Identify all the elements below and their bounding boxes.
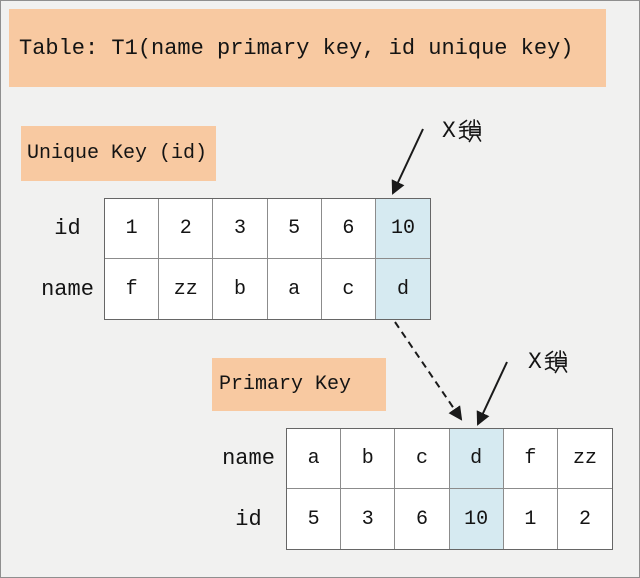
row-header-id: id bbox=[54, 216, 81, 241]
row-header-name: name bbox=[41, 277, 94, 302]
x-lock-annotation-unique: X bbox=[442, 117, 482, 145]
table-definition-text: Table: T1(name primary key, id unique ke… bbox=[19, 35, 574, 61]
cell-name-3-locked: d bbox=[449, 429, 504, 489]
unique-key-index-table: id name 1 2 3 5 6 10 f zz b a c d bbox=[21, 198, 432, 320]
cell-id-5: 2 bbox=[557, 489, 613, 549]
cell-id-4: 6 bbox=[321, 199, 376, 259]
suo-lock-hanzi-icon bbox=[544, 350, 568, 374]
cell-name-5: zz bbox=[557, 429, 613, 489]
unique-key-row-headers: id name bbox=[21, 198, 104, 320]
cell-name-2: b bbox=[213, 259, 268, 319]
cell-name-4: c bbox=[321, 259, 376, 319]
cell-name-5-locked: d bbox=[375, 259, 431, 319]
unique-key-cells: 1 2 3 5 6 10 f zz b a c d bbox=[104, 198, 432, 320]
cell-id-2: 6 bbox=[395, 489, 450, 549]
cell-id-1: 2 bbox=[159, 199, 214, 259]
cell-id-1: 3 bbox=[341, 489, 396, 549]
primary-key-label-text: Primary Key bbox=[219, 373, 352, 396]
unique-key-label-text: Unique Key (id) bbox=[27, 142, 208, 165]
cell-id-5-locked: 10 bbox=[375, 199, 431, 259]
cell-name-2: c bbox=[395, 429, 450, 489]
cell-name-3: a bbox=[267, 259, 322, 319]
x-lock-arrow-to-unique-key bbox=[391, 128, 424, 195]
primary-key-cells: a b c d f zz 5 3 6 10 1 2 bbox=[286, 428, 614, 550]
cell-name-4: f bbox=[503, 429, 558, 489]
primary-key-index-table: name id a b c d f zz 5 3 6 10 1 2 bbox=[211, 428, 614, 550]
x-lock-annotation-primary: X bbox=[528, 348, 568, 376]
cell-id-3: 5 bbox=[267, 199, 322, 259]
cell-name-0: f bbox=[105, 259, 160, 319]
cell-name-1: zz bbox=[159, 259, 214, 319]
suo-lock-hanzi-icon bbox=[458, 119, 482, 143]
cell-id-0: 1 bbox=[105, 199, 160, 259]
unique-key-section-label: Unique Key (id) bbox=[21, 126, 216, 181]
table-definition-banner: Table: T1(name primary key, id unique ke… bbox=[9, 9, 606, 87]
row-header-id: id bbox=[235, 507, 262, 532]
cell-id-2: 3 bbox=[213, 199, 268, 259]
cell-id-3-locked: 10 bbox=[449, 489, 504, 549]
row-header-name: name bbox=[222, 446, 275, 471]
primary-key-row-headers: name id bbox=[211, 428, 286, 550]
primary-key-section-label: Primary Key bbox=[212, 358, 386, 411]
x-lock-x-text: X bbox=[528, 349, 542, 375]
x-lock-x-text: X bbox=[442, 118, 456, 144]
cell-name-0: a bbox=[287, 429, 342, 489]
pointer-arrow-unique-to-primary bbox=[394, 321, 463, 421]
cell-id-4: 1 bbox=[503, 489, 558, 549]
cell-name-1: b bbox=[341, 429, 396, 489]
x-lock-arrow-to-primary-key bbox=[476, 361, 508, 426]
cell-id-0: 5 bbox=[287, 489, 342, 549]
